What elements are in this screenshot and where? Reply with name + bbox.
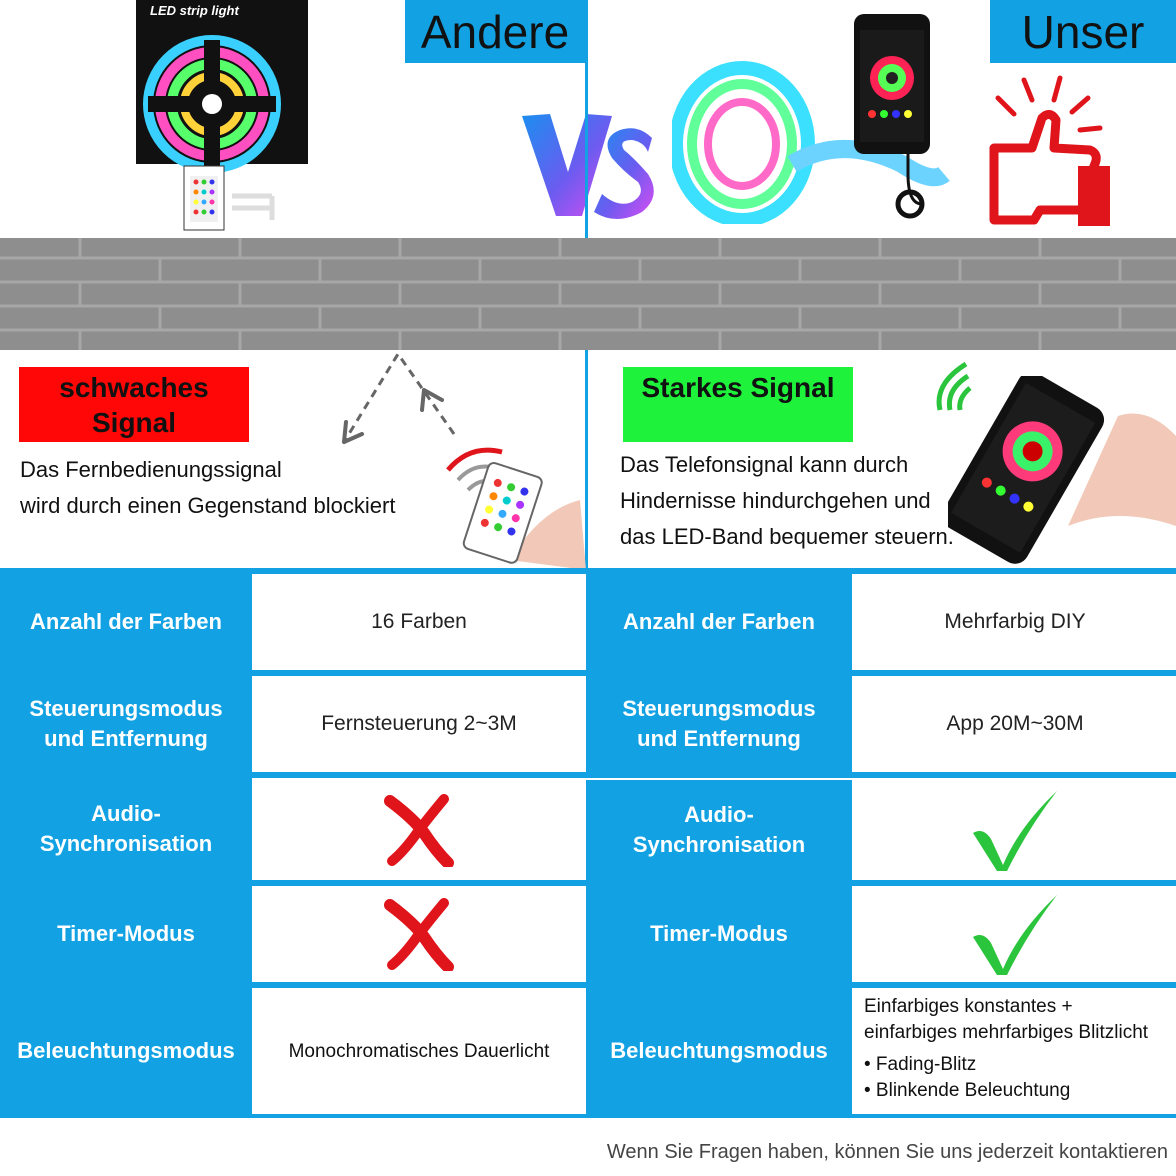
remote-control-icon	[446, 447, 586, 570]
strong-signal-desc-3: das LED-Band bequemer steuern.	[620, 524, 954, 549]
right-row2-value: App 20M~30M	[854, 678, 1176, 770]
right-row1-value: Mehrfarbig DIY	[854, 576, 1176, 668]
right-row3-label: Audio- Synchronisation	[586, 780, 852, 880]
right-row5-value: Einfarbiges konstantes + einfarbiges meh…	[856, 990, 1176, 1114]
signal-wave-icon	[936, 361, 972, 411]
table-line-1	[0, 670, 1176, 676]
thumbs-up-icon	[989, 75, 1110, 226]
left-row1-value: 16 Farben	[254, 576, 584, 668]
light-mode-line2: einfarbiges mehrfarbiges Blitzlicht	[864, 1022, 1149, 1043]
phone-app-icon	[672, 14, 950, 224]
left-row5-label: Beleuchtungsmodus	[0, 988, 252, 1114]
signal-divider	[585, 350, 588, 570]
led-strip-box-icon	[136, 0, 308, 231]
right-row1-label: Anzahl der Farben	[586, 574, 852, 670]
right-row3-label-line2: Synchronisation	[632, 832, 806, 857]
left-row3-value	[254, 782, 584, 878]
table-line-2	[0, 772, 1176, 778]
left-row4-label: Timer-Modus	[0, 886, 252, 982]
table-line-5	[0, 1114, 1176, 1118]
left-row3-label: Audio- Synchronisation	[0, 778, 252, 880]
light-mode-bullet1: • Fading-Blitz	[864, 1054, 977, 1075]
cross-icon	[384, 898, 454, 971]
vs-logo-icon	[522, 114, 654, 219]
left-row2-label: Steuerungsmodus und Entfernung	[0, 676, 252, 772]
phone-in-hand-icon	[948, 376, 1176, 564]
check-icon	[973, 895, 1057, 975]
table-line-0	[0, 568, 1176, 574]
left-row5-value: Monochromatisches Dauerlicht	[254, 990, 584, 1114]
left-row2-label-line1: Steuerungsmodus	[29, 696, 223, 721]
strong-signal-desc-1: Das Telefonsignal kann durch	[620, 452, 909, 477]
table-line-4	[0, 982, 1176, 988]
left-row3-label-line2: Synchronisation	[39, 831, 213, 856]
left-label: Andere	[405, 0, 585, 63]
header-divider	[585, 0, 588, 238]
weak-signal-tag: schwaches Signal	[19, 367, 249, 442]
light-mode-line1: Einfarbiges konstantes +	[864, 996, 1073, 1017]
right-row4-value	[854, 888, 1176, 980]
left-row3-label-line1: Audio-	[91, 801, 161, 826]
check-icon	[973, 791, 1057, 871]
right-row2-label-line1: Steuerungsmodus	[622, 696, 816, 721]
left-row4-value	[254, 888, 584, 980]
footer-contact-text: Wenn Sie Fragen haben, können Sie uns je…	[606, 1141, 1168, 1163]
weak-signal-desc-1: Das Fernbedienungssignal	[20, 457, 282, 482]
table-line-3	[0, 880, 1176, 886]
right-row4-label: Timer-Modus	[586, 886, 852, 982]
right-row3-label-line1: Audio-	[684, 802, 754, 827]
weak-signal-desc-2: wird durch einen Gegenstand blockiert	[20, 493, 396, 518]
left-row2-label-line2: und Entfernung	[44, 726, 208, 751]
product-box-text: LED strip light	[150, 3, 239, 18]
right-row2-label-line2: und Entfernung	[637, 726, 801, 751]
light-mode-bullet2: • Blinkende Beleuchtung	[864, 1080, 1071, 1101]
left-row1-label: Anzahl der Farben	[0, 574, 252, 670]
right-row3-value	[854, 782, 1176, 878]
right-row5-label: Beleuchtungsmodus	[586, 988, 852, 1114]
brick-wall	[0, 238, 1176, 350]
strong-signal-desc-2: Hindernisse hindurchgehen und	[620, 488, 931, 513]
right-row2-label: Steuerungsmodus und Entfernung	[586, 676, 852, 772]
left-row2-value: Fernsteuerung 2~3M	[254, 678, 584, 770]
blocked-signal-icon	[342, 351, 456, 444]
cross-icon	[384, 794, 454, 867]
right-label: Unser	[990, 0, 1176, 63]
strong-signal-tag: Starkes Signal	[623, 367, 853, 442]
